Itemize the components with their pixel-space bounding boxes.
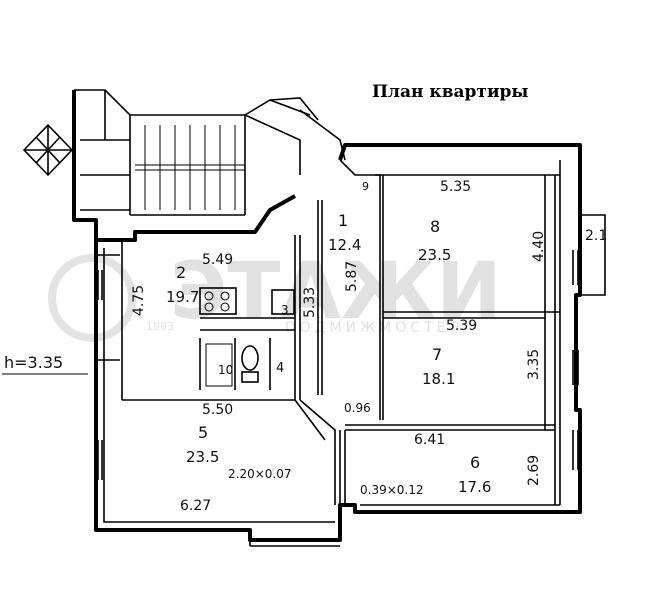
plan-title: План квартиры: [372, 82, 528, 102]
room-1-area: 12.4: [328, 236, 361, 254]
room-8-number: 8: [430, 217, 440, 236]
dim-6.41: 6.41: [414, 432, 445, 448]
watermark-year: 1993: [146, 320, 174, 333]
toilet-icon: [241, 345, 259, 371]
dim-5.35: 5.35: [440, 179, 471, 195]
room-6-area: 17.6: [458, 478, 491, 496]
dim-5.49: 5.49: [202, 252, 233, 268]
dim-4.40: 4.40: [531, 231, 547, 262]
balcony-area: 2.1: [585, 228, 607, 244]
interior-walls: [121, 159, 560, 505]
ceiling-height: h=3.35: [2, 353, 88, 375]
room-3-number: 3: [281, 303, 289, 317]
dim-5.50: 5.50: [202, 402, 233, 418]
room-5-number: 5: [198, 423, 208, 442]
room-10-number: 10: [218, 363, 233, 377]
dimension-labels: 5.35 4.40 5.49 4.75 5.33 5.87 5.39 3.35 …: [131, 179, 547, 514]
dim-5.33: 5.33: [302, 287, 318, 318]
room-7-number: 7: [432, 345, 442, 364]
dim-2.20x0.07: 2.20×0.07: [228, 467, 292, 481]
room-4-number: 4: [276, 361, 284, 376]
stove-icon: [199, 287, 237, 315]
ceiling-height-label: h=3.35: [4, 353, 63, 372]
room-5-area: 23.5: [186, 448, 219, 466]
dim-3.35: 3.35: [526, 349, 542, 380]
dim-2.69: 2.69: [526, 455, 542, 486]
dim-4.75: 4.75: [131, 285, 147, 316]
room-2-number: 2: [176, 263, 186, 282]
room-9-number: 9: [362, 180, 369, 193]
watermark-caption: ПОДМИЖМОСТЕЛ: [285, 320, 464, 336]
room-labels: 1 12.4 2 19.7 3 4 5 23.5 6 17.6 7 18.1 8…: [166, 180, 491, 496]
outer-walls: [94, 143, 582, 547]
room-6-number: 6: [470, 453, 480, 472]
dim-5.39: 5.39: [446, 318, 477, 334]
stairwell: [22, 89, 346, 242]
dim-5.87: 5.87: [344, 261, 360, 292]
sink-icon: [271, 289, 295, 315]
room-7-area: 18.1: [422, 370, 455, 388]
dim-0.96: 0.96: [344, 401, 371, 415]
room-2-area: 19.7: [166, 288, 199, 306]
dim-0.39x0.12: 0.39×0.12: [360, 483, 424, 497]
room-8-area: 23.5: [418, 246, 451, 264]
balcony: 2.1: [580, 214, 607, 296]
room-1-number: 1: [338, 211, 348, 230]
fixtures: [199, 287, 295, 387]
dim-6.27: 6.27: [180, 498, 211, 514]
